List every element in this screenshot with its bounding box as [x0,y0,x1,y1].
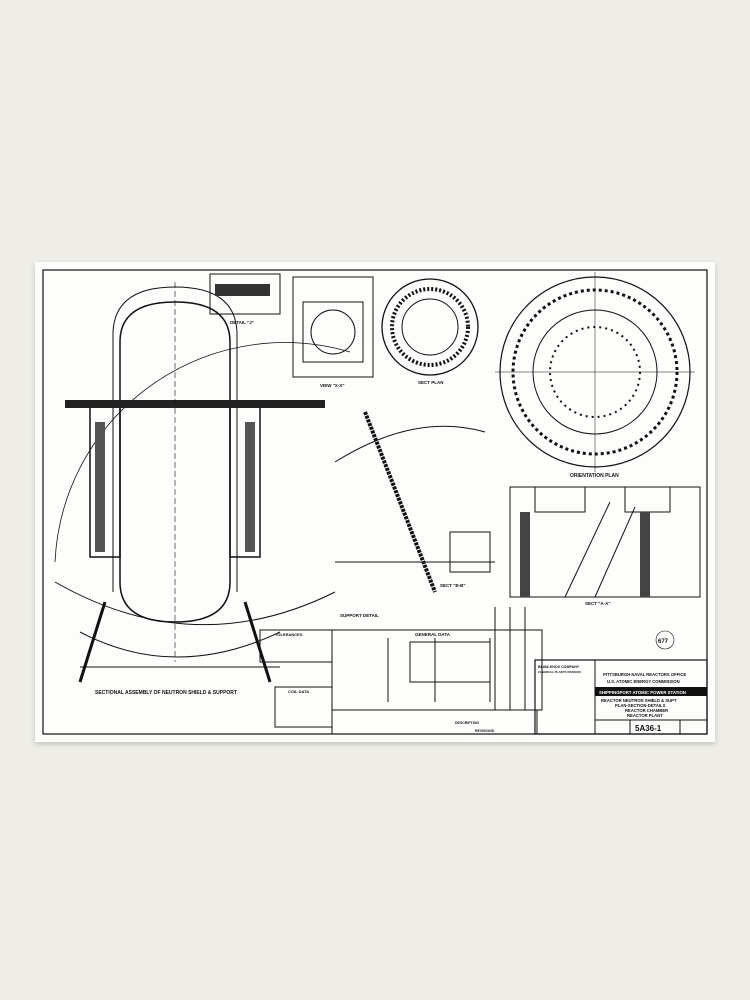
tb-title-line: PLAN-SECTION-DETAILS [615,703,666,708]
blueprint-print: SECTIONAL ASSEMBLY OF NEUTRON SHIELD & S… [35,262,715,742]
label-view-xx: VIEW "X-X" [320,383,345,388]
tb-title-line: REACTOR NEUTRON SHIELD & SUPT [601,698,677,703]
label-coil-data: COIL DATA [288,689,309,694]
tb-title-line: REACTOR CHAMBER [625,708,668,713]
sect-plan [381,278,479,376]
label-detail-j: DETAIL "J" [230,320,254,325]
tb-drawing-number: 5A36-1 [635,724,662,733]
tb-division: CHEMICAL PLANTS DIVISION [538,670,581,674]
label-general-data: GENERAL DATA [415,632,451,637]
label-revisions: REVISIONS [475,729,495,733]
tb-company: BLAW-KNOX COMPANY [538,665,580,669]
tb-title-line: REACTOR PLANT [627,713,663,718]
label-tolerances: TOLERANCES [275,632,303,637]
orientation-plan [495,272,695,472]
blueprint-drawing: SECTIONAL ASSEMBLY OF NEUTRON SHIELD & S… [42,269,708,735]
label-sect-plan: SECT PLAN [418,380,444,385]
label-description: DESCRIPTION [455,721,479,725]
tb-office: PITTSBURGH NAVAL REACTORS OFFICE [603,672,686,677]
label-sect-aa: SECT "A-A" [585,601,611,606]
neutron-shield-section [65,282,325,683]
sect-aa [509,486,701,598]
tb-station: SHIPPINGPORT ATOMIC POWER STATION [599,690,686,695]
label-orientation-plan: ORIENTATION PLAN [570,473,619,479]
title-block [494,607,708,735]
label-sect-bb: SECT "B-B" [440,583,466,588]
label-mark: 677 [658,639,669,645]
tb-commission: U.S. ATOMIC ENERGY COMMISSION [607,679,680,684]
label-support-detail: SUPPORT DETAIL [340,613,379,618]
main-caption: SECTIONAL ASSEMBLY OF NEUTRON SHIELD & S… [95,690,237,696]
